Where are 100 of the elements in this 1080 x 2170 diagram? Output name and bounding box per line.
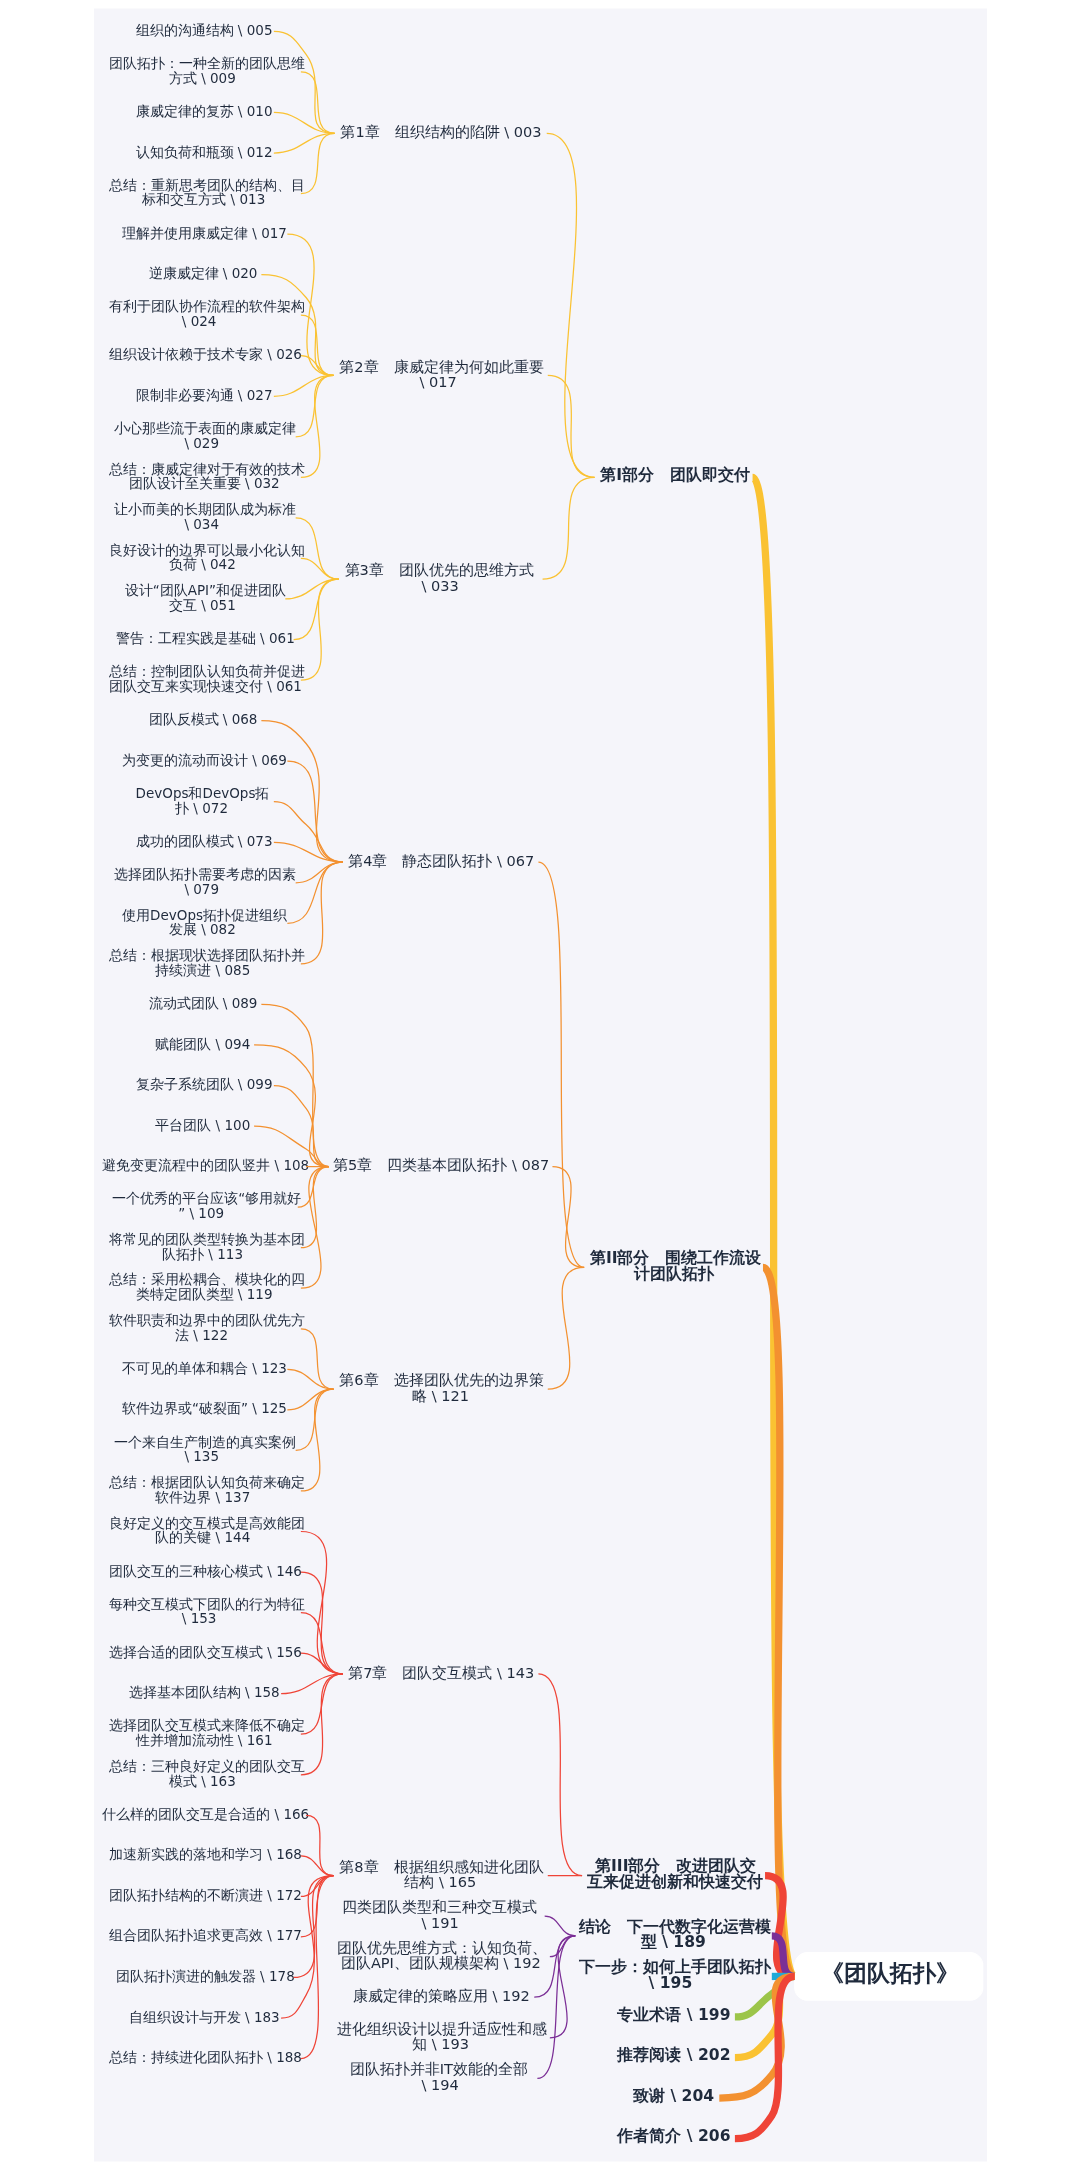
connector <box>299 1166 330 1289</box>
node-text: 作者简介 \ 206 <box>616 2127 730 2146</box>
node-text: 良好设计的边界可以最小化认知负荷 \ 042 <box>108 541 305 573</box>
node-text: 第8章 根据组织感知进化团队结构 \ 165 <box>338 1857 544 1891</box>
node-text: 第6章 选择团队优先的边界策略 \ 121 <box>338 1371 544 1404</box>
connector <box>299 1855 334 1877</box>
connector <box>272 30 335 134</box>
connector <box>286 861 344 924</box>
node-text: 为变更的流动而设计 \ 069 <box>121 751 287 768</box>
node-text: 团队拓扑演进的触发器 \ 178 <box>115 1968 295 1985</box>
connector <box>299 314 334 377</box>
node-text: 软件边界或“破裂面” \ 125 <box>121 1400 287 1417</box>
connector <box>299 71 335 134</box>
node-text: 总结：康威定律对于有效的技术团队设计至关重要 \ 032 <box>108 460 305 492</box>
node-text: 推荐阅读 \ 202 <box>616 2046 730 2065</box>
connector <box>299 861 344 965</box>
node-text: 总结：重新思考团队的结构、目标和交互方式 \ 013 <box>108 176 305 208</box>
node-text: 四类团队类型和三种交互模式 \ 191 <box>341 1898 537 1931</box>
node-text: 选择团队拓扑需要考虑的因素 \ 079 <box>113 866 296 897</box>
connector <box>294 861 344 884</box>
node-text: 组合团队拓扑追求更高效 \ 177 <box>108 1927 302 1944</box>
node-text: 团队交互的三种核心模式 \ 146 <box>108 1562 302 1579</box>
node-text: 不可见的单体和耦合 \ 123 <box>121 1359 287 1376</box>
node-text: 第1章 组织结构的陷阱 \ 003 <box>339 123 542 141</box>
node-text: 小心那些流于表面的康威定律 \ 029 <box>113 420 296 451</box>
node-text: 赋能团队 \ 094 <box>154 1035 250 1052</box>
node-text: 设计“团队API”和促进团队交互 \ 051 <box>124 582 286 613</box>
node-text: 限制非必要沟通 \ 027 <box>135 386 272 403</box>
node-text: 什么样的团队交互是合适的 \ 166 <box>101 1805 309 1822</box>
node-text: 每种交互模式下团队的行为特征 \ 153 <box>108 1595 305 1627</box>
connector <box>537 861 585 1269</box>
connector <box>546 1266 585 1390</box>
node-text: 让小而美的长期团队成为标准 \ 034 <box>113 501 296 532</box>
node-text: 团队拓扑：一种全新的团队思维方式 \ 009 <box>108 55 305 86</box>
connector <box>286 233 334 377</box>
connector <box>296 1166 330 1208</box>
node-text: 组织的沟通结构 \ 005 <box>135 21 272 38</box>
connector <box>299 374 334 478</box>
node-text: 总结：根据现状选择团队拓扑并持续演进 \ 085 <box>108 947 305 978</box>
node-text: 理解并使用康威定律 \ 017 <box>121 224 287 241</box>
connector <box>546 1874 583 1877</box>
node-text: 将常见的团队类型转换为基本团队拓扑 \ 113 <box>108 1230 305 1262</box>
connector <box>537 1673 583 1877</box>
node-text: 流动式团队 \ 089 <box>148 994 257 1011</box>
node-text: 康威定律的复苏 \ 010 <box>135 103 272 120</box>
node-text: 警告：工程实践是基础 \ 061 <box>115 630 295 647</box>
connector <box>272 111 335 134</box>
node-text: 选择团队交互模式来降低不确定性并增加流动性 \ 161 <box>108 1717 305 1749</box>
node-text: 自组织设计与开发 \ 183 <box>128 2008 280 2025</box>
node-text: 第3章 团队优先的思维方式 \ 033 <box>344 561 534 594</box>
connector <box>299 355 334 377</box>
node-text: 总结：持续进化团队拓扑 \ 188 <box>108 2049 302 2066</box>
node-text: 专业术语 \ 199 <box>616 2005 730 2024</box>
node-text: 第2章 康威定律为何如此重要 \ 017 <box>338 357 544 391</box>
connector <box>548 1935 576 2039</box>
node-text: 良好定义的交互模式是高效能团队的关键 \ 144 <box>108 1514 305 1546</box>
node-text: 第III部分 改进团队交互来促进创新和快速交付 <box>586 1857 763 1892</box>
node-text: 团队反模式 \ 068 <box>148 711 257 728</box>
node-text: 逆康威定律 \ 020 <box>148 265 257 282</box>
node-text: 团队拓扑并非IT效能的全部 \ 194 <box>349 2060 528 2093</box>
node-text: 总结：根据团队认知负荷来确定软件边界 \ 137 <box>108 1474 305 1505</box>
connector <box>299 132 335 195</box>
node-text: 团队优先思维方式：认知负荷、团队API、团队规模架构 \ 192 <box>336 1938 547 1972</box>
node-text: 第II部分 围绕工作流设计团队拓扑 <box>589 1249 761 1283</box>
node-text: 选择基本团队结构 \ 158 <box>128 1684 280 1701</box>
node-text: 致谢 \ 204 <box>632 2086 714 2105</box>
connector <box>536 1935 576 2079</box>
node-text: 总结：控制团队认知负荷并促进团队交互来实现快速交付 \ 061 <box>108 663 305 694</box>
connector <box>299 1874 334 2060</box>
connector <box>286 1368 334 1390</box>
node-text: 第4章 静态团队拓扑 \ 067 <box>347 851 534 869</box>
node-box: 《团队拓扑》 <box>793 1952 983 2001</box>
node-text: 成功的团队模式 \ 073 <box>135 832 272 849</box>
node-text: 有利于团队协作流程的软件架构 \ 024 <box>108 298 305 329</box>
connector <box>299 1388 334 1492</box>
node-text: DevOps和DevOps拓扑 \ 072 <box>135 784 269 816</box>
node-text: 总结：三种良好定义的团队交互模式 \ 163 <box>108 1758 305 1789</box>
node-text: 加速新实践的落地和学习 \ 168 <box>108 1846 302 1863</box>
node-text: 第5章 四类基本团队拓扑 \ 087 <box>332 1156 549 1174</box>
connector <box>299 1673 344 1776</box>
node-text: 使用DevOps拓扑促进组织发展 \ 082 <box>121 906 287 938</box>
connector <box>260 274 334 377</box>
node-text: 认知负荷和瓶颈 \ 012 <box>135 143 272 160</box>
node-text: 避免变更流程中的团队竖井 \ 108 <box>101 1157 309 1174</box>
node-text: 下一步：如何上手团队拓扑 \ 195 <box>578 1958 771 1992</box>
node-text: 软件职责和边界中的团队优先方法 \ 122 <box>108 1312 305 1343</box>
connector <box>299 557 339 580</box>
node-text: 总结：采用松耦合、模块化的四类特定团队类型 \ 119 <box>108 1271 305 1303</box>
node-text: 康威定律的策略应用 \ 192 <box>352 1987 530 2005</box>
node-text: 组织设计依赖于技术专家 \ 026 <box>108 346 302 363</box>
node-text: 一个来自生产制造的真实案例 \ 135 <box>113 1433 296 1465</box>
node-text: 选择合适的团队交互模式 \ 156 <box>108 1643 302 1660</box>
node-text: 进化组织设计以提升适应性和感知 \ 193 <box>336 2019 547 2053</box>
node-text: 团队拓扑结构的不断演进 \ 172 <box>108 1886 302 1903</box>
connector <box>541 476 595 580</box>
connector <box>299 578 339 681</box>
connector <box>294 517 339 580</box>
node-text: 一个优秀的平台应该“够用就好” \ 109 <box>111 1190 301 1221</box>
node-text: 第I部分 团队即交付 <box>599 465 750 484</box>
node-text: 平台团队 \ 100 <box>154 1116 250 1133</box>
